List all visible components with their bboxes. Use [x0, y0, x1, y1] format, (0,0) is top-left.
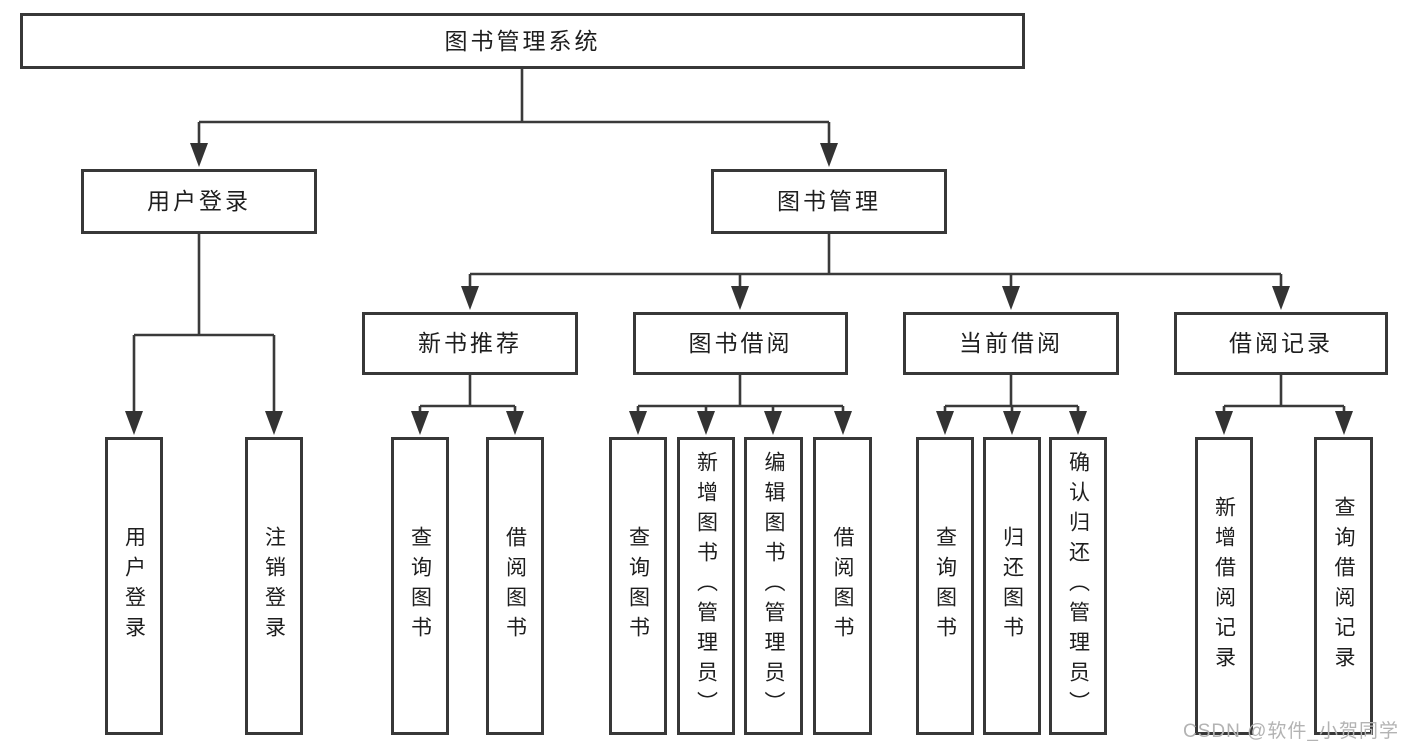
node-user-login-leaf: 用户登录 [105, 437, 163, 735]
node-label: 归还图书 [1000, 526, 1024, 646]
node-query-borrow-record: 查询借阅记录 [1314, 437, 1373, 735]
arrowhead-icon [1335, 411, 1353, 435]
node-root-system: 图书管理系统 [20, 13, 1025, 69]
connector-borrow-records-to-leaves [1215, 375, 1353, 435]
node-label: 查询图书 [933, 526, 957, 646]
connector-user-login-to-leaves [125, 234, 283, 435]
node-label: 用户登录 [122, 526, 146, 646]
arrowhead-icon [461, 286, 479, 310]
node-label: 图书管理 [777, 188, 881, 214]
node-label: 注销登录 [262, 526, 286, 646]
connector-book-management-to-level3 [461, 234, 1290, 310]
node-query-books-current: 查询图书 [916, 437, 974, 735]
node-borrow-books-leaf: 借阅图书 [813, 437, 872, 735]
node-borrow-books-recommend: 借阅图书 [486, 437, 544, 735]
node-user-login: 用户登录 [81, 169, 317, 234]
node-add-borrow-record: 新增借阅记录 [1195, 437, 1253, 735]
arrowhead-icon [411, 411, 429, 435]
node-query-books-recommend: 查询图书 [391, 437, 449, 735]
arrowhead-icon [125, 411, 143, 435]
arrowhead-icon [834, 411, 852, 435]
node-label: 用户登录 [147, 188, 251, 214]
node-label: 新书推荐 [418, 330, 522, 356]
node-label: 借阅图书 [503, 526, 527, 646]
connector-root-to-level2 [190, 69, 838, 167]
arrowhead-icon [1069, 411, 1087, 435]
node-confirm-return-admin: 确认归还（管理员） [1049, 437, 1107, 735]
arrowhead-icon [190, 143, 208, 167]
node-query-books-borrow: 查询图书 [609, 437, 667, 735]
arrowhead-icon [1215, 411, 1233, 435]
arrowhead-icon [265, 411, 283, 435]
node-logout-leaf: 注销登录 [245, 437, 303, 735]
arrowhead-icon [764, 411, 782, 435]
arrowhead-icon [1002, 286, 1020, 310]
connector-new-book-recommend-to-leaves [411, 375, 524, 435]
arrowhead-icon [731, 286, 749, 310]
node-new-book-recommend: 新书推荐 [362, 312, 578, 375]
node-book-management: 图书管理 [711, 169, 947, 234]
arrowhead-icon [1272, 286, 1290, 310]
node-label: 新增图书（管理员） [694, 451, 718, 721]
node-label: 确认归还（管理员） [1066, 451, 1090, 721]
arrowhead-icon [629, 411, 647, 435]
node-label: 借阅记录 [1229, 330, 1333, 356]
node-label: 图书管理系统 [444, 27, 601, 54]
arrowhead-icon [697, 411, 715, 435]
node-label: 新增借阅记录 [1212, 496, 1236, 676]
node-current-borrow: 当前借阅 [903, 312, 1119, 375]
node-add-book-admin: 新增图书（管理员） [677, 437, 735, 735]
csdn-watermark: CSDN @软件_小贺同学 [1183, 721, 1399, 742]
node-label: 查询图书 [626, 526, 650, 646]
node-edit-book-admin: 编辑图书（管理员） [744, 437, 803, 735]
connector-current-borrow-to-leaves [936, 375, 1087, 435]
node-label: 查询借阅记录 [1332, 496, 1355, 676]
arrowhead-icon [936, 411, 954, 435]
connector-book-borrow-to-leaves [629, 375, 852, 435]
node-book-borrow: 图书借阅 [633, 312, 848, 375]
node-label: 借阅图书 [831, 526, 854, 646]
node-label: 查询图书 [408, 526, 432, 646]
node-return-books: 归还图书 [983, 437, 1041, 735]
node-label: 图书借阅 [688, 330, 793, 356]
node-borrow-records: 借阅记录 [1174, 312, 1388, 375]
node-label: 编辑图书（管理员） [762, 451, 785, 721]
arrowhead-icon [1003, 411, 1021, 435]
node-label: 当前借阅 [959, 330, 1063, 356]
arrowhead-icon [820, 143, 838, 167]
arrowhead-icon [506, 411, 524, 435]
